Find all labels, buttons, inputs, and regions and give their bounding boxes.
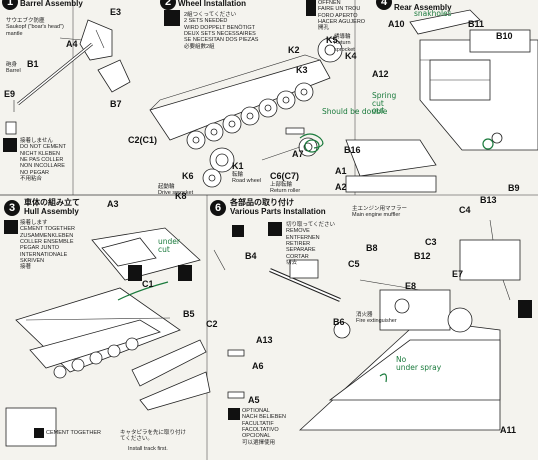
handwritten-note: Spring cut out [372,91,397,115]
x2-badge-icon [164,10,180,26]
part-label: A5 [248,395,260,405]
cement-icon-3c [178,265,192,281]
step-title-3-jp: 車体の組み立て [24,198,80,207]
part-label: K2 [288,45,300,55]
step-title-2: Wheel Installation [178,0,247,8]
hull-assembly-art [5,227,211,447]
part-label: B6 [333,317,345,327]
optional-icon [228,408,240,420]
part-label: A12 [372,69,389,79]
part-label: C1 [142,279,154,289]
part-label: B8 [366,243,378,253]
step-title-6: Various Parts Installation [230,207,326,216]
part-label: B16 [344,145,361,155]
no-cement-note: 接着しません DO NOT CEMENT NICHT KLEBEN NE PAS… [20,138,67,182]
part-label: B7 [110,99,122,109]
part-label: E7 [452,269,464,279]
part-label: K4 [345,51,357,61]
no-cement-icon [3,138,17,152]
step-number-2: 2 [160,0,176,10]
return-roller-note: 上部転輪 Return roller [270,182,301,195]
various-parts-art [213,219,521,431]
cement-together-icon [34,428,44,438]
handwritten-note: No under spray [396,355,442,372]
cement-icon [4,220,18,234]
part-label: C6(C7) [270,171,300,181]
part-label: A13 [256,335,273,345]
part-label: K3 [296,65,308,75]
step-title-4: Rear Assembly [394,3,452,12]
step-title-1: Barrel Assembly [20,0,83,8]
part-label: B11 [468,19,485,29]
part-label: A7 [292,149,304,159]
track-note-en: Install track first. [128,446,168,452]
part-label: E9 [4,89,16,99]
step-number-3: 3 [4,200,20,216]
part-label: C5 [348,259,360,269]
part-label: B10 [496,31,513,41]
part-label: A1 [335,166,347,176]
x2-note: 2組つくってください 2 SETS NEEDED WIRD DOPPELT BE… [184,12,259,50]
part-label: A6 [252,361,264,371]
hole-icon [306,0,316,16]
extinguisher-note: 消火器 Fire extinguisher [356,312,397,325]
wheel-installation-art [149,37,343,188]
part-label: C3 [425,237,437,247]
part-label: B12 [414,251,431,261]
step-number-6: 6 [210,200,226,216]
part-label: B13 [480,195,497,205]
optional-note: OPTIONAL NACH BELIEBEN FACULTATIF FACOLT… [242,408,287,446]
part-label: E3 [110,7,122,17]
cement-icon-3b [128,265,142,281]
open-note: OFFNEN FAIRE UN TROU FORO APERTO HACER A… [318,0,366,32]
part-label: B5 [183,309,195,319]
step-title-3: Hull Assembly [24,207,79,216]
handwritten-marks [117,133,494,383]
return-sprocket-note: 誘導輪 Return sprocket [334,34,355,53]
part-label: B4 [245,251,257,261]
hull-cement-note: 接着します CEMENT TOGETHER ZUSAMMENKLEBEN COL… [20,220,76,271]
part-label: B9 [508,183,520,193]
cut-off-note: 切り取ってください REMOVE ENTFERNEN RETIRER SEPAR… [286,222,336,266]
handwritten-note: Should be double [322,107,388,116]
step-title-6-jp: 各部品の取り付け [230,198,294,207]
part-label: K8 [175,191,187,201]
cut-off-icon [268,222,282,236]
part-label: C2 [206,319,218,329]
part-label: A10 [388,19,405,29]
part-label: A4 [66,39,78,49]
cement-icon-6 [232,225,244,237]
part-label: E8 [405,281,417,291]
part-label: C2(C1) [128,135,158,145]
track-note-jp: キャタピラを先に取り付け てください。 [120,430,187,443]
part-label: B1 [27,59,39,69]
part-label: K1 [232,161,244,171]
part-label: K5 [326,35,338,45]
sawtooth-note: サウエブク防塵 Saukopf ("boar's head") mantle [6,18,64,37]
part-label: C4 [459,205,471,215]
barrel-note: 砲身 Barrel [6,62,21,75]
handwritten-note: under cut [158,237,180,254]
part-label: A11 [500,425,517,435]
part-label: K6 [182,171,194,181]
barrel-assembly-art [5,19,131,135]
drive-sprocket-note: 起動輪 Drive sprocket [158,184,194,197]
cement-together-note: CEMENT TOGETHER [46,430,102,436]
rear-assembly-art [345,9,538,193]
muffler-note: 主エンジン用マフラー Main engine muffler [352,206,408,219]
part-label: A2 [335,182,347,192]
road-wheel-note: 転輪 Road wheel [232,172,262,185]
step-number-4: 4 [376,0,392,10]
part-label: A3 [107,199,119,209]
cement-icon-6b [518,300,532,318]
handwritten-note: snakholes [414,9,452,18]
step-number-1: 1 [2,0,18,10]
